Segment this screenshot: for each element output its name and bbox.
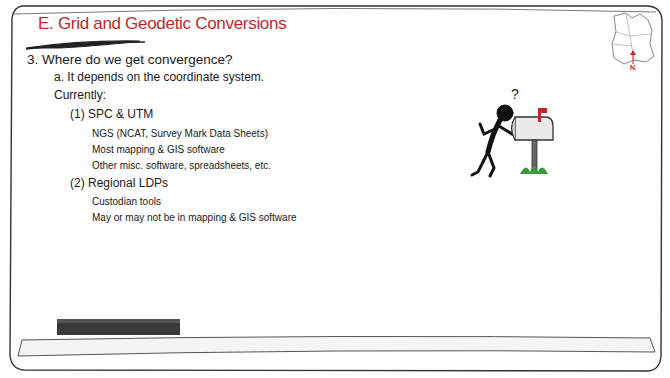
title-underline (26, 42, 145, 49)
map-borders (612, 13, 652, 60)
mailbox (512, 108, 554, 174)
eraser (57, 319, 180, 335)
sub-item: Most mapping & GIS software (92, 144, 225, 156)
list-item: (2) Regional LDPs (70, 177, 168, 191)
north-label: N (630, 64, 635, 72)
north-arrowhead (630, 50, 636, 55)
list-item: (1) SPC & UTM (70, 108, 153, 122)
sub-item: NGS (NCAT, Survey Mark Data Sheets) (92, 128, 268, 140)
body-text: a. It depends on the coordinate system. (54, 71, 264, 85)
frame-sketch-line (14, 8, 656, 14)
question-mark: ? (511, 86, 519, 102)
sub-item: May or may not be in mapping & GIS softw… (92, 212, 297, 224)
question-heading: 3. Where do we get convergence? (27, 52, 233, 68)
body-text: Currently: (54, 89, 106, 103)
sub-item: Custodian tools (92, 196, 161, 208)
eraser-top (57, 319, 180, 323)
chalk-tray (18, 336, 655, 356)
figure-illustration (472, 105, 518, 176)
slide-title: E. Grid and Geodetic Conversions (38, 14, 286, 34)
map-outline (612, 13, 654, 64)
slide-frame (10, 6, 662, 371)
sub-item: Other misc. software, spreadsheets, etc. (92, 160, 271, 172)
